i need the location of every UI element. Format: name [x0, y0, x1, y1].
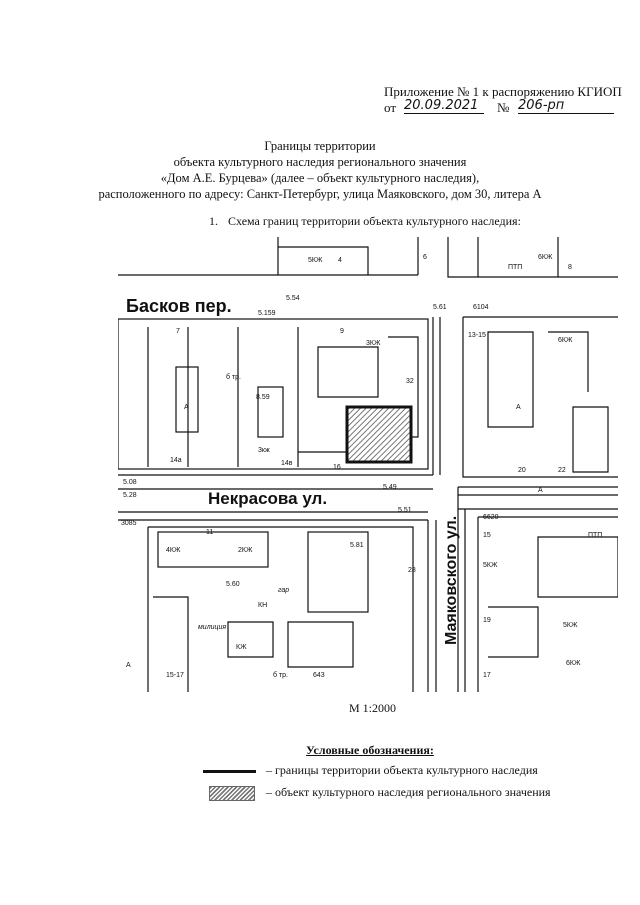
block-southeast: [477, 516, 618, 692]
lbl-5-54: 5.54: [286, 295, 300, 302]
lbl-3kzh: 3КЖ: [366, 340, 381, 347]
title-line-1: Границы территории: [264, 139, 376, 153]
lbl-8-59: 8.59: [256, 394, 270, 401]
lbl-4kzh-s: 4КЖ: [166, 547, 181, 554]
lbl-ptp-top: ПТП: [508, 264, 522, 271]
lbl-5-81: 5.81: [350, 542, 364, 549]
title-line-4: расположенного по адресу: Санкт-Петербур…: [98, 187, 542, 201]
lbl-5-28: 5.28: [123, 492, 137, 499]
lbl-14a: 14а: [170, 457, 182, 464]
block-south: [147, 526, 414, 692]
lbl-5kzh-top: 5КЖ: [308, 257, 323, 264]
lbl-14v: 14в: [281, 460, 293, 467]
title-line-2: объекта культурного наследия регионально…: [173, 155, 467, 169]
map-labels: 5КЖ 4 6 6КЖ 8 ПТП 5.54 5.159 5.61 6104 7…: [121, 254, 602, 679]
nekrasova-lines: [118, 474, 618, 521]
lbl-3kzh-2: 3кж: [258, 447, 270, 454]
street-mayakovskogo: Маяковского ул.: [443, 516, 460, 645]
lbl-b-tr: б тр.: [226, 373, 241, 381]
lbl-20: 20: [518, 467, 526, 474]
date-prefix: от: [384, 100, 397, 115]
lbl-4: 4: [338, 257, 342, 264]
lbl-3085: 3085: [121, 520, 137, 527]
lbl-5-51: 5.51: [398, 507, 412, 514]
lbl-8: 8: [568, 264, 572, 271]
mayakovskogo-lines: [427, 317, 466, 692]
lbl-b-tr-s: б тр.: [273, 671, 288, 679]
lbl-5-60: 5.60: [226, 581, 240, 588]
lbl-11: 11: [206, 529, 213, 536]
cadastral-map: Басков пер. Некрасова ул. Маяковского ул…: [118, 237, 618, 692]
heritage-object: [345, 405, 413, 464]
street-baskov: Басков пер.: [126, 296, 232, 316]
top-buildings: [118, 237, 618, 278]
date-value: 20.09.2021: [404, 98, 484, 114]
lbl-5kzh-se2: 5КЖ: [563, 622, 578, 629]
lbl-7: 7: [176, 328, 180, 335]
lbl-6kzh-ne: 6КЖ: [558, 337, 573, 344]
lbl-6620: 6620: [483, 514, 499, 521]
lbl-2kzh: 2КЖ: [238, 547, 253, 554]
lbl-a-sw: А: [126, 662, 131, 669]
lbl-15-17: 15-17: [166, 672, 184, 679]
street-nekrasova: Некрасова ул.: [208, 489, 327, 508]
lbl-a-ne: А: [516, 404, 521, 411]
lbl-32: 32: [406, 378, 414, 385]
map-svg: Басков пер. Некрасова ул. Маяковского ул…: [118, 237, 618, 692]
section-number: 1.: [209, 214, 218, 228]
legend-boundary-line: [203, 770, 256, 773]
lbl-ptp-se: ПТП: [588, 532, 602, 539]
block-north: [118, 318, 429, 470]
lbl-15: 15: [483, 532, 491, 539]
lbl-28: 28: [408, 567, 416, 574]
lbl-5-08: 5.08: [123, 479, 137, 486]
lbl-17: 17: [483, 672, 491, 679]
title-line-3: «Дом А.Е. Бурцева» (далее – объект культ…: [160, 171, 480, 185]
lbl-a-1: А: [184, 404, 189, 411]
lbl-19: 19: [483, 617, 491, 624]
lbl-6: 6: [423, 254, 427, 261]
block-northeast: [462, 316, 618, 478]
lbl-kzh: КЖ: [236, 644, 247, 651]
legend-heading: Условные обозначения:: [306, 743, 434, 757]
lbl-643: 643: [313, 672, 325, 679]
section-label: Схема границ территории объекта культурн…: [228, 214, 521, 228]
lbl-13-15: 13-15: [468, 332, 486, 339]
legend-hatch-swatch: [209, 786, 255, 801]
lbl-6104: 6104: [473, 304, 489, 311]
number-value: 206-рп: [518, 98, 614, 114]
lbl-5-49: 5.49: [383, 484, 397, 491]
appendix-title: Приложение № 1 к распоряжению КГИОП: [384, 84, 622, 99]
number-prefix: №: [497, 100, 510, 115]
lbl-a-road: А: [538, 487, 543, 494]
lbl-5-61: 5.61: [433, 304, 447, 311]
lbl-6kzh-top: 6КЖ: [538, 254, 553, 261]
lbl-6kzh-se: 6КЖ: [566, 660, 581, 667]
lbl-9: 9: [340, 328, 344, 335]
lbl-kn: КН: [258, 602, 267, 609]
lbl-gar: гар: [278, 587, 289, 594]
legend-item-2: – объект культурного наследия региональн…: [266, 785, 551, 799]
map-scale: М 1:2000: [349, 701, 397, 715]
lbl-22: 22: [558, 467, 566, 474]
lbl-16: 16: [333, 464, 341, 471]
lbl-5-159: 5.159: [258, 310, 276, 317]
lbl-militsiya: милиция: [198, 624, 226, 631]
lbl-5kzh-se: 5КЖ: [483, 562, 498, 569]
legend-item-1: – границы территории объекта культурного…: [266, 763, 538, 777]
